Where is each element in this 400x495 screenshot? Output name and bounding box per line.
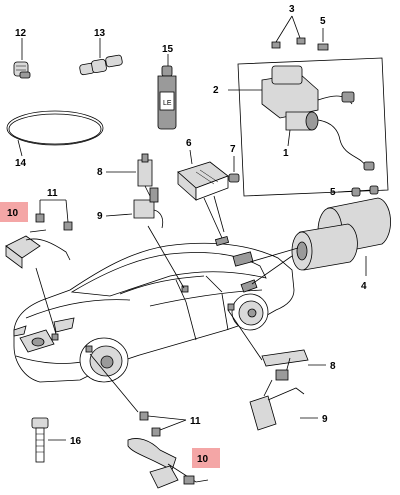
part-3-5-screws-top: 3 5 [271, 4, 329, 51]
callout-6: 6 [186, 138, 192, 149]
highlight-10-upper: 10 [0, 202, 28, 222]
callout-12: 12 [15, 28, 27, 39]
callout-15: 15 [162, 44, 174, 55]
callout-3: 3 [289, 4, 295, 15]
callout-5-top: 5 [320, 16, 326, 27]
part-10-height-sensor-lower [127, 438, 209, 489]
callout-13: 13 [94, 28, 106, 39]
callout-14: 14 [15, 158, 27, 169]
part-15-fluid-bottle: LE 15 [157, 44, 177, 130]
callout-16: 16 [70, 436, 82, 447]
part-14-air-pipe: 14 [6, 110, 104, 169]
part-6-control-module: 6 [177, 138, 229, 201]
part-1-2-compressor-assembly: 2 1 [213, 57, 389, 197]
callout-5-lower: 5 [330, 187, 336, 198]
callout-8-lower: 8 [330, 361, 336, 372]
callout-10-upper: 10 [7, 208, 19, 219]
callout-8-upper: 8 [97, 167, 103, 178]
part-13-connector: 13 [79, 28, 123, 76]
callout-4: 4 [361, 281, 367, 292]
part-9-sensor-lower: 9 [249, 379, 328, 431]
part-16-stud: 16 [31, 417, 82, 463]
leader-lines [35, 195, 299, 413]
car-illustration [13, 236, 295, 383]
part-8-sensor-lower: 8 [261, 349, 336, 381]
callout-1: 1 [283, 148, 289, 159]
highlight-10-lower: 10 [192, 448, 220, 468]
part-11-bolts-lower: 11 [139, 411, 201, 437]
callout-9-lower: 9 [322, 414, 328, 425]
callout-11-lower: 11 [190, 416, 201, 427]
part-12-fitting: 12 [13, 28, 31, 79]
part-7-bolt: 7 [228, 144, 240, 183]
callout-11-upper: 11 [47, 188, 58, 199]
part-10-height-sensor-upper [5, 229, 71, 269]
part-11-bolts-upper: 11 [35, 188, 73, 231]
callout-2: 2 [213, 85, 219, 96]
part-8-sensor-upper: 8 [97, 153, 153, 197]
bottle-label: LE [163, 100, 172, 107]
part-4-air-reservoir: 5 4 [291, 185, 391, 292]
callout-7: 7 [230, 144, 236, 155]
callout-10-lower: 10 [197, 454, 209, 465]
part-9-sensor-upper: 9 [97, 187, 164, 229]
callout-9-upper: 9 [97, 211, 103, 222]
